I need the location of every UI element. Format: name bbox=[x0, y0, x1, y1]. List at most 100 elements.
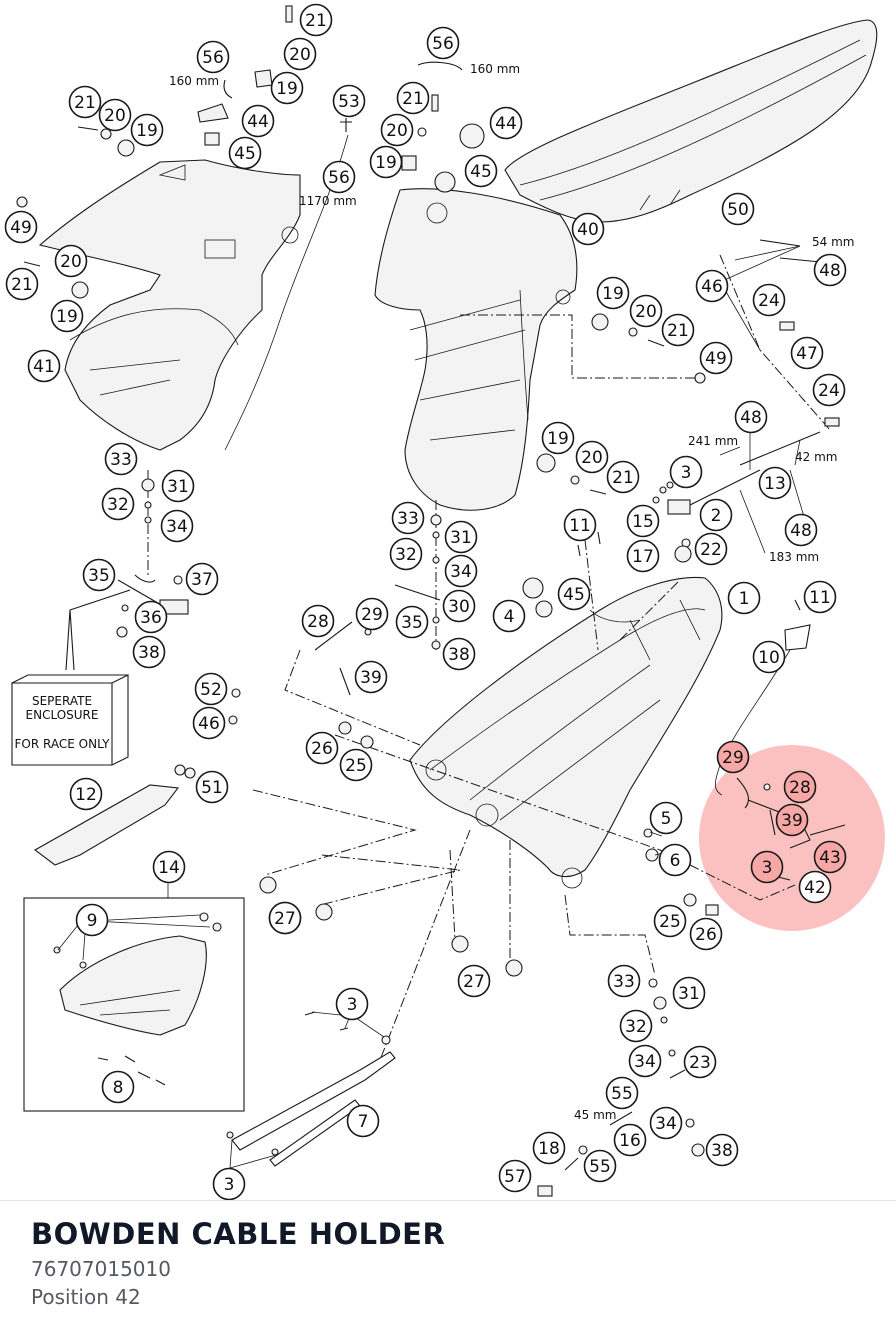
svg-text:15: 15 bbox=[632, 512, 654, 532]
svg-text:16: 16 bbox=[619, 1131, 641, 1151]
callout-33: 33 bbox=[607, 964, 641, 998]
callout-43: 43 bbox=[813, 840, 847, 874]
callout-12: 12 bbox=[69, 777, 103, 811]
callout-45: 45 bbox=[228, 136, 262, 170]
svg-text:35: 35 bbox=[401, 613, 423, 633]
svg-text:28: 28 bbox=[307, 612, 329, 632]
callout-31: 31 bbox=[161, 469, 195, 503]
callout-38: 38 bbox=[442, 637, 476, 671]
svg-text:1: 1 bbox=[739, 589, 750, 609]
svg-text:20: 20 bbox=[60, 252, 82, 272]
svg-text:47: 47 bbox=[796, 344, 818, 364]
dimension-label: 160 mm bbox=[470, 62, 520, 76]
callout-47: 47 bbox=[790, 336, 824, 370]
callout-27: 27 bbox=[457, 964, 491, 998]
callout-3: 3 bbox=[750, 850, 784, 884]
callout-21: 21 bbox=[606, 460, 640, 494]
callout-14: 14 bbox=[152, 850, 186, 884]
svg-text:5: 5 bbox=[661, 809, 672, 829]
callout-45: 45 bbox=[557, 577, 591, 611]
svg-text:25: 25 bbox=[345, 756, 367, 776]
dimension-label: 45 mm bbox=[574, 1108, 616, 1122]
svg-text:49: 49 bbox=[10, 218, 32, 238]
callout-28: 28 bbox=[301, 604, 335, 638]
svg-text:6: 6 bbox=[670, 851, 681, 871]
svg-text:19: 19 bbox=[602, 284, 624, 304]
callout-7: 7 bbox=[346, 1104, 380, 1138]
callout-16: 16 bbox=[613, 1123, 647, 1157]
svg-text:11: 11 bbox=[809, 588, 831, 608]
callout-34: 34 bbox=[649, 1106, 683, 1140]
dimension-label: 42 mm bbox=[795, 450, 837, 464]
enclosure-line1: SEPERATE bbox=[32, 694, 92, 708]
svg-text:19: 19 bbox=[276, 79, 298, 99]
callout-20: 20 bbox=[629, 294, 663, 328]
svg-text:27: 27 bbox=[463, 972, 485, 992]
callout-6: 6 bbox=[658, 843, 692, 877]
svg-text:43: 43 bbox=[819, 848, 841, 868]
svg-text:29: 29 bbox=[722, 748, 744, 768]
callout-20: 20 bbox=[54, 244, 88, 278]
callout-19: 19 bbox=[369, 145, 403, 179]
svg-text:32: 32 bbox=[625, 1017, 647, 1037]
callout-21: 21 bbox=[299, 3, 333, 37]
svg-text:9: 9 bbox=[87, 911, 98, 931]
callout-35: 35 bbox=[82, 558, 116, 592]
callout-24: 24 bbox=[752, 283, 786, 317]
svg-text:11: 11 bbox=[569, 516, 591, 536]
callout-44: 44 bbox=[489, 106, 523, 140]
svg-text:3: 3 bbox=[347, 995, 358, 1015]
callout-27: 27 bbox=[268, 901, 302, 935]
callout-30: 30 bbox=[442, 589, 476, 623]
holder-12-drawing bbox=[33, 784, 180, 866]
svg-text:48: 48 bbox=[819, 261, 841, 281]
part-position: Position 42 bbox=[31, 1285, 141, 1309]
callout-21: 21 bbox=[68, 85, 102, 119]
callout-9: 9 bbox=[75, 903, 109, 937]
svg-text:19: 19 bbox=[136, 121, 158, 141]
svg-text:40: 40 bbox=[577, 220, 599, 240]
callout-56: 56 bbox=[426, 26, 460, 60]
svg-text:10: 10 bbox=[758, 648, 780, 668]
callout-29: 29 bbox=[355, 597, 389, 631]
skid-plate-drawing bbox=[23, 897, 245, 1112]
callout-39: 39 bbox=[354, 660, 388, 694]
svg-text:38: 38 bbox=[711, 1141, 733, 1161]
callout-44: 44 bbox=[241, 104, 275, 138]
callout-25: 25 bbox=[339, 748, 373, 782]
part-info-panel: BOWDEN CABLE HOLDER 76707015010 Position… bbox=[0, 1200, 896, 1336]
svg-text:56: 56 bbox=[202, 48, 224, 68]
callout-49: 49 bbox=[4, 210, 38, 244]
svg-text:45: 45 bbox=[470, 162, 492, 182]
callout-25: 25 bbox=[653, 904, 687, 938]
callout-19: 19 bbox=[50, 299, 84, 333]
svg-text:13: 13 bbox=[764, 474, 786, 494]
dimension-label: 183 mm bbox=[769, 550, 819, 564]
svg-text:12: 12 bbox=[75, 785, 97, 805]
svg-text:31: 31 bbox=[450, 528, 472, 548]
svg-text:20: 20 bbox=[386, 121, 408, 141]
exploded-parts-diagram: SEPERATE ENCLOSURE FOR RACE ONLY bbox=[4, 3, 885, 1200]
svg-text:20: 20 bbox=[581, 448, 603, 468]
svg-text:34: 34 bbox=[166, 517, 188, 537]
svg-text:44: 44 bbox=[247, 112, 269, 132]
svg-text:20: 20 bbox=[104, 106, 126, 126]
frame-drawing bbox=[409, 576, 723, 889]
fasteners bbox=[16, 5, 846, 1197]
callout-21: 21 bbox=[661, 313, 695, 347]
callout-23: 23 bbox=[683, 1045, 717, 1079]
callout-17: 17 bbox=[626, 539, 660, 573]
callout-31: 31 bbox=[444, 520, 478, 554]
callout-32: 32 bbox=[389, 537, 423, 571]
svg-text:21: 21 bbox=[305, 11, 327, 31]
callout-13: 13 bbox=[758, 466, 792, 500]
callout-20: 20 bbox=[575, 440, 609, 474]
svg-text:21: 21 bbox=[402, 89, 424, 109]
callout-33: 33 bbox=[104, 442, 138, 476]
callout-57: 57 bbox=[498, 1159, 532, 1193]
callout-32: 32 bbox=[619, 1009, 653, 1043]
svg-text:34: 34 bbox=[634, 1052, 656, 1072]
svg-text:25: 25 bbox=[659, 912, 681, 932]
callout-2: 2 bbox=[699, 498, 733, 532]
enclosure-line3: FOR RACE ONLY bbox=[15, 737, 111, 751]
